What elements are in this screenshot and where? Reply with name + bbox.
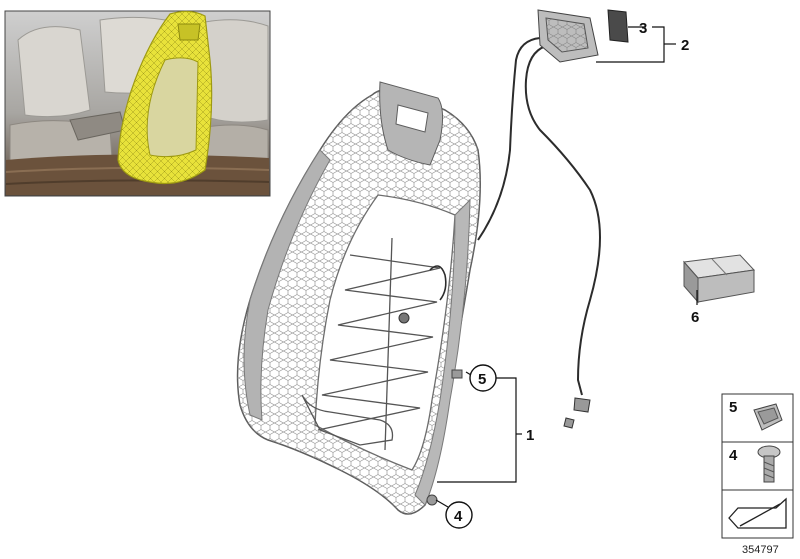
callouts: 3 2 6 1 5 4 bbox=[445, 20, 699, 529]
callout-1: 1 bbox=[526, 427, 534, 444]
callout-6: 6 bbox=[691, 309, 699, 326]
legend-number-4: 4 bbox=[729, 447, 738, 464]
screw-icon bbox=[757, 445, 781, 483]
callout-2: 2 bbox=[681, 37, 689, 54]
legend-number-5: 5 bbox=[729, 399, 737, 416]
inset-photo bbox=[4, 10, 271, 197]
part-6-block bbox=[683, 254, 756, 304]
hardware-legend: 5 4 bbox=[721, 393, 794, 539]
callout-5: 5 bbox=[478, 371, 486, 388]
highlighted-seat-frame bbox=[117, 10, 213, 185]
callout-4: 4 bbox=[454, 508, 463, 525]
callout-3: 3 bbox=[639, 20, 647, 37]
release-cable-assembly bbox=[398, 9, 629, 429]
clip-icon bbox=[753, 403, 783, 431]
leader-lines bbox=[435, 26, 698, 508]
callout-4-circle: 4 bbox=[445, 501, 473, 529]
diagram-number: 354797 bbox=[742, 544, 779, 556]
seat-back-frame bbox=[236, 81, 481, 515]
direction-arrow-icon bbox=[728, 497, 787, 529]
callout-5-circle: 5 bbox=[469, 364, 497, 392]
